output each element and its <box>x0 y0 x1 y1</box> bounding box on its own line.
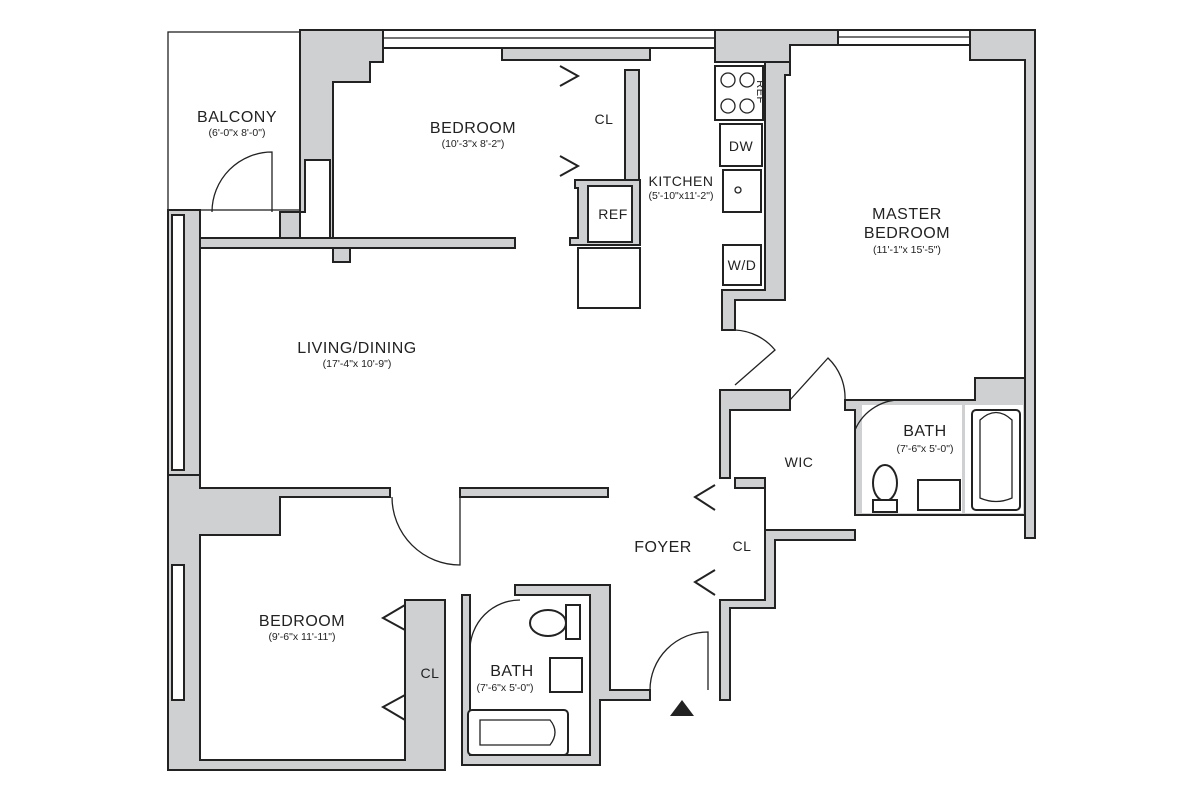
burner-icon <box>739 98 755 114</box>
toilet-tank <box>565 604 581 640</box>
bath-door-icon <box>854 399 906 431</box>
closet-top-label: CL <box>595 111 614 127</box>
window-bedroom <box>171 564 185 701</box>
wall-closet <box>624 69 640 183</box>
wall-wic <box>719 389 791 479</box>
kitchen-dims: (5'-10"x11'-2") <box>649 190 714 202</box>
toilet-icon <box>529 609 567 637</box>
closet-door-icon <box>693 569 716 596</box>
bedroom-bottom-label: BEDROOM <box>259 613 345 630</box>
bedroom-top-label: BEDROOM <box>430 120 516 137</box>
foyer-label: FOYER <box>634 539 692 556</box>
closet-door-icon <box>380 694 406 721</box>
kitchen-label: KITCHEN <box>649 173 714 189</box>
window-living <box>171 214 185 471</box>
entry-door-icon <box>649 631 709 691</box>
bathtub <box>971 409 1021 511</box>
wall-top-left <box>279 29 384 263</box>
tub-basin <box>979 411 1013 503</box>
window-top <box>382 29 716 49</box>
bath-sink <box>917 479 961 511</box>
closet-door-icon <box>559 155 581 177</box>
master-door-icon <box>734 329 776 386</box>
toilet-icon <box>872 464 898 502</box>
ref-label: REF <box>598 206 628 222</box>
bedroom-bottom-dims: (9'-6"x 11'-11") <box>268 631 335 643</box>
living-label: LIVING/DINING <box>297 340 416 357</box>
balcony-dims: (6'-0"x 8'-0") <box>209 127 266 139</box>
wall-top-right <box>969 29 1036 539</box>
living-dims: (17'-4"x 10'-9") <box>323 358 392 370</box>
burner-icon <box>720 72 736 88</box>
wall-kitchen-master <box>721 61 791 331</box>
wall-bedroom-bottom <box>167 474 446 771</box>
wall-wic-bottom <box>719 477 856 701</box>
wall-living-top <box>199 237 516 249</box>
wall-segment <box>501 47 651 61</box>
counter <box>577 247 641 309</box>
hall-bath-label: BATH <box>490 663 533 680</box>
wd-label: W/D <box>728 257 757 273</box>
balcony-door-icon <box>211 151 273 213</box>
closet-door-icon <box>559 65 581 87</box>
master-label-2: BEDROOM <box>864 225 950 242</box>
closet-foyer-label: CL <box>733 538 752 554</box>
burner-icon <box>720 98 736 114</box>
washer-dryer <box>722 244 762 286</box>
entrance-arrow-icon <box>670 700 694 716</box>
master-label-1: MASTER <box>872 206 942 223</box>
toilet-tank <box>872 499 898 513</box>
burner-icon <box>739 72 755 88</box>
closet-bottom-label: CL <box>421 665 440 681</box>
hall-bath-dims: (7'-6"x 5'-0") <box>477 682 534 694</box>
bathtub <box>467 709 569 756</box>
master-bath-dims: (7'-6"x 5'-0") <box>897 443 954 455</box>
master-dims: (11'-1"x 15'-5") <box>873 244 941 256</box>
balcony-label: BALCONY <box>197 109 277 126</box>
dishwasher <box>719 123 763 167</box>
bath-door-icon <box>469 599 521 651</box>
master-bath-label: BATH <box>903 423 946 440</box>
refrigerator <box>587 185 633 243</box>
closet-door-icon <box>380 604 406 631</box>
dw-label: DW <box>729 138 754 154</box>
kitchen-sink <box>722 169 762 213</box>
closet-door-icon <box>693 484 716 511</box>
drain-icon <box>734 186 742 194</box>
tub-basin <box>479 719 556 746</box>
wall-hall-bath <box>461 584 651 766</box>
bedroom-top-dims: (10'-3"x 8'-2") <box>442 138 505 150</box>
bath-sink <box>549 657 583 693</box>
bedroom-door-icon <box>391 496 461 566</box>
range-ref-label: REF <box>754 80 766 104</box>
wic-door-icon <box>789 357 846 401</box>
wall-foyer-top <box>459 487 609 498</box>
wic-label: WIC <box>785 454 814 470</box>
